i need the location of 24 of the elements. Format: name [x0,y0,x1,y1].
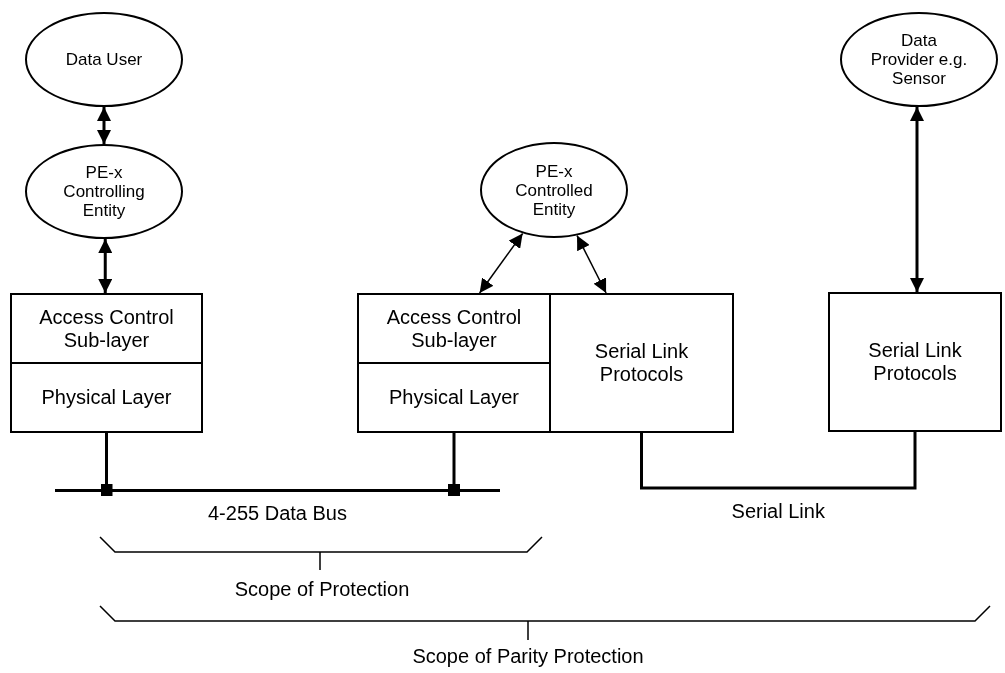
node-label: Data Provider e.g. Sensor [870,31,968,88]
node-label: 4-255 Data Bus [208,502,347,525]
node-label: Access Control Sub-layer [385,305,523,352]
layer-box [549,293,734,433]
connector-line [640,432,917,490]
node-label: PE-x Controlling Entity [62,163,146,220]
layer-box [10,362,203,433]
layer-box [10,293,203,364]
arrow [910,107,924,292]
node-label: PE-x Controlled Entity [514,161,594,219]
arrow [478,232,524,294]
layer-box [357,362,551,433]
node-label: Data User [65,50,143,69]
layer-box [357,293,551,364]
layer-box [828,292,1002,432]
node-label: Physical Layer [41,386,172,409]
arrow [98,239,113,293]
node-label: Serial Link Protocols [593,340,690,386]
arrow [97,107,111,144]
scope-label: Scope of Protection [234,578,410,601]
node-label: Physical Layer [388,386,520,409]
node-label: Serial Link Protocols [867,339,963,385]
node-label: Access Control Sub-layer [38,305,175,352]
scope-label: Scope of Parity Protection [412,645,644,668]
